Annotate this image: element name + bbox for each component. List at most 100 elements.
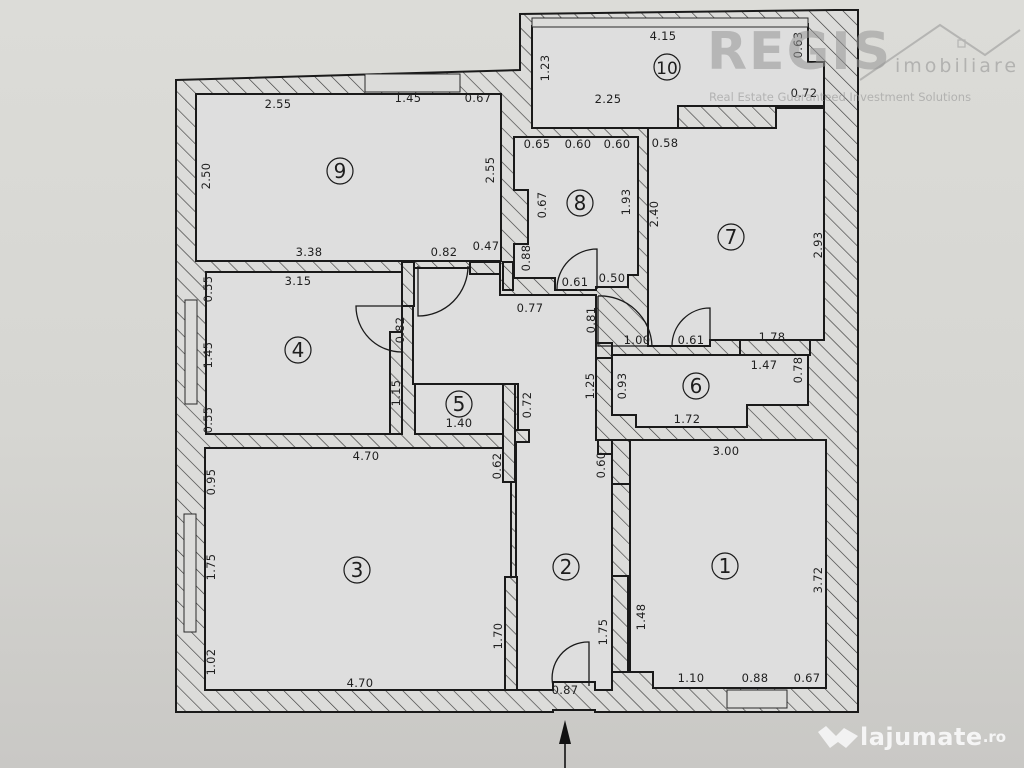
window-room-4	[184, 299, 198, 405]
room-number-8: 8	[574, 191, 587, 215]
room-numbers: 10 9 8 7 4 5 6 3 2 1	[284, 53, 745, 584]
dim-label: 1.78	[759, 330, 786, 344]
dim-label: 0.78	[791, 357, 805, 384]
dim-label: 1.75	[596, 619, 610, 646]
dim-label: 1.25	[583, 373, 597, 400]
dim-label: 1.75	[204, 554, 218, 581]
dim-label: 2.40	[647, 201, 661, 228]
dim-label: 2.55	[265, 97, 292, 111]
dim-label: 1.48	[634, 604, 648, 631]
room-8	[513, 136, 639, 291]
dim-label: 1.10	[678, 671, 705, 685]
room-1	[629, 439, 827, 689]
dim-label: 0.67	[535, 192, 549, 219]
dim-label: 1.47	[751, 358, 778, 372]
room-4	[205, 271, 403, 435]
dim-label: 0.65	[524, 137, 551, 151]
dim-label: 0.61	[562, 275, 589, 289]
dim-label: 0.50	[599, 271, 626, 285]
dim-label: 0.61	[678, 333, 705, 347]
room-number-10: 10	[656, 59, 678, 79]
doors	[355, 248, 711, 687]
dim-label: 1.93	[619, 189, 633, 216]
interior-walls	[389, 261, 811, 691]
dim-label: 0.81	[584, 307, 598, 334]
room-10	[531, 22, 825, 129]
dim-label: 1.45	[395, 91, 422, 105]
room-number-1: 1	[719, 554, 732, 578]
room-number-3: 3	[351, 558, 364, 582]
dim-label: 0.63	[791, 32, 805, 59]
room-number-7: 7	[725, 225, 738, 249]
dim-label: 0.62	[490, 453, 504, 480]
dim-label: 0.82	[393, 317, 407, 344]
dim-label: 0.67	[465, 91, 492, 105]
regis-watermark: REGIS	[707, 22, 893, 82]
dim-label: 0.55	[201, 276, 215, 303]
dim-label: 2.93	[811, 232, 825, 259]
door-room-9	[417, 265, 469, 317]
lajumate-text: lajumate	[860, 723, 983, 751]
dim-label: 0.47	[473, 239, 500, 253]
room-number-9: 9	[334, 159, 347, 183]
dim-label: 1.40	[446, 416, 473, 430]
dim-label: 4.70	[353, 449, 380, 463]
dimension-labels: 4.15 0.63 1.23 2.25 0.72 2.55 1.45 0.67 …	[199, 29, 825, 697]
dim-label: 0.82	[431, 245, 458, 259]
room-9	[195, 93, 502, 262]
dim-label: 1.70	[491, 623, 505, 650]
room-6	[611, 354, 809, 428]
regis-tagline: Real Estate Guaranteed Investment Soluti…	[709, 90, 972, 104]
window-room-3	[183, 513, 197, 633]
door-room-6	[671, 307, 711, 347]
dim-label: 0.88	[519, 245, 533, 272]
entrance-arrow-icon	[559, 720, 571, 768]
window-room-1	[726, 689, 788, 709]
dim-label: 0.72	[791, 86, 818, 100]
dim-label: 1.23	[538, 55, 552, 82]
regis-house-icon	[859, 23, 1021, 81]
dim-label: 2.50	[199, 163, 213, 190]
dim-label: 2.25	[595, 92, 622, 106]
window-room-9	[364, 73, 461, 93]
dim-label: 1.02	[204, 649, 218, 676]
regis-suffix: imobiliare	[895, 55, 1020, 77]
room-3	[204, 447, 512, 691]
dim-label: 0.88	[742, 671, 769, 685]
dim-label: 3.72	[811, 567, 825, 594]
door-entrance	[551, 641, 590, 687]
dim-label: 1.72	[674, 412, 701, 426]
room-number-5: 5	[453, 392, 466, 416]
lajumate-watermark: lajumate .ro	[816, 722, 1006, 752]
dim-label: 1.00	[624, 333, 651, 347]
dim-label: 0.87	[552, 683, 579, 697]
dim-label: 0.72	[520, 392, 534, 419]
dim-label: 0.67	[794, 671, 821, 685]
dim-label: 0.77	[517, 301, 544, 315]
dim-label: 1.45	[201, 342, 215, 369]
dim-label: 1.15	[389, 380, 403, 407]
dim-label: 0.95	[204, 469, 218, 496]
dim-label: 3.00	[713, 444, 740, 458]
window-room-10	[531, 17, 809, 28]
dim-label: 0.60	[565, 137, 592, 151]
rooms	[183, 17, 827, 709]
room-number-2: 2	[560, 555, 573, 579]
dim-label: 4.15	[650, 29, 677, 43]
dim-label: 2.55	[483, 157, 497, 184]
dim-label: 0.60	[594, 452, 608, 479]
room-number-6: 6	[690, 374, 703, 398]
dim-label: 3.38	[296, 245, 323, 259]
dim-label: 0.93	[615, 373, 629, 400]
lajumate-tld: .ro	[982, 728, 1007, 746]
dim-label: 0.55	[201, 407, 215, 434]
room-7	[647, 107, 825, 347]
dim-label: 3.15	[285, 274, 312, 288]
door-room-8	[556, 248, 598, 290]
handshake-icon	[818, 726, 858, 748]
door-hall-7	[597, 295, 653, 347]
room-number-4: 4	[292, 338, 305, 362]
door-room-4	[355, 305, 403, 353]
dim-label: 4.70	[347, 676, 374, 690]
